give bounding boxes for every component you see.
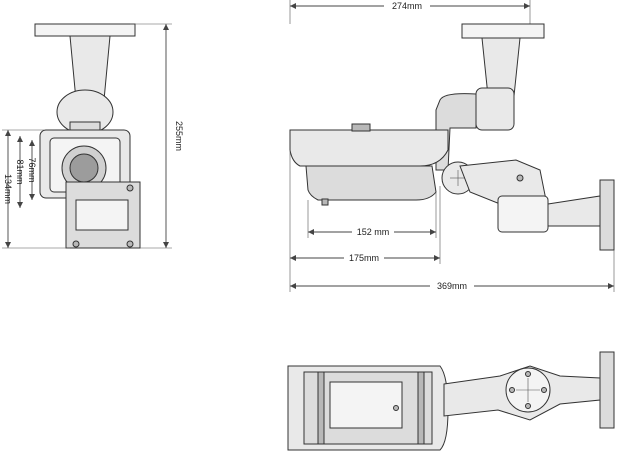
front-screw-3 [126,184,134,192]
dim-81: 81mm [15,159,25,184]
top-clip-left [317,371,325,445]
dim-152: 152 mm [357,227,390,237]
side-swivel-head [475,87,515,131]
side-wall-collar [497,195,549,233]
side-wall-tube [547,195,601,227]
top-joint-screw-4 [541,387,547,393]
dim-255: 255mm [174,121,184,151]
front-screw-1 [72,240,80,248]
side-housing-top [289,129,449,167]
top-wall-plate [599,351,615,429]
side-ceiling-plate [461,23,545,39]
top-clip-right [417,371,425,445]
top-panel-screw [393,405,399,411]
side-arm-screw [516,174,524,182]
dim-175: 175mm [349,253,379,263]
front-ceiling-plate [34,23,136,37]
top-housing-panel [329,381,403,429]
top-joint-screw-2 [525,403,531,409]
side-cable-gland [321,198,329,206]
top-joint-screw-3 [509,387,515,393]
top-joint-screw-1 [525,371,531,377]
front-screw-2 [126,240,134,248]
side-sunshield-knob [351,123,371,132]
front-bracket-panel [75,199,129,231]
dim-274: 274mm [392,1,422,11]
side-housing-body [305,165,437,201]
top-view [287,351,615,451]
front-lens-inner [69,153,99,183]
side-view: 274mm 152 mm [289,0,615,292]
side-vertical-arm [481,37,521,97]
front-view: 255mm 134mm 81mm 76mm [2,23,184,249]
dim-134: 134mm [3,174,13,204]
dim-369: 369mm [437,281,467,291]
dim-76: 76mm [27,157,37,182]
side-wall-plate [599,179,615,251]
